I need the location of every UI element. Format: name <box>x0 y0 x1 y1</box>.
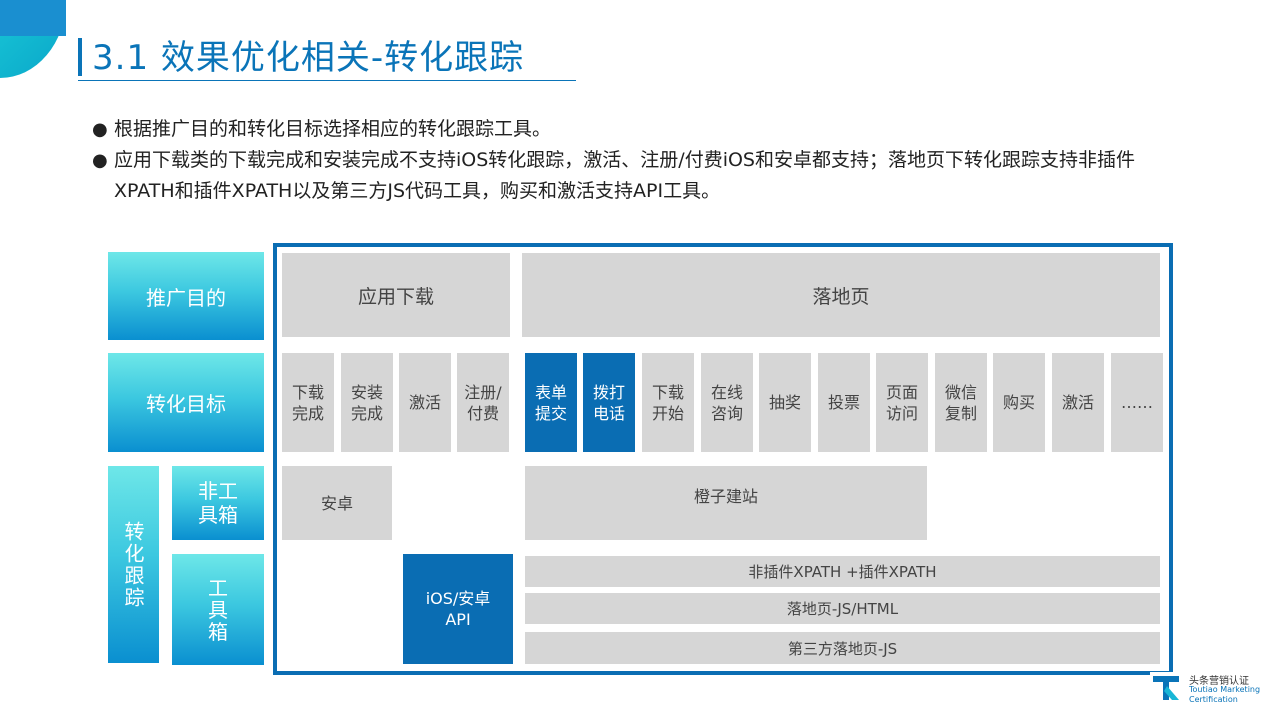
goal-item: 激活 <box>399 353 451 452</box>
goal-item: 注册/ 付费 <box>457 353 509 452</box>
label-purpose: 推广目的 <box>108 252 264 340</box>
goal-item: 拨打 电话 <box>583 353 635 452</box>
bullet-dot-icon: ● <box>92 119 108 140</box>
label-goal: 转化目标 <box>108 353 264 452</box>
bullet-text: 应用下载类的下载完成和安装完成不支持iOS转化跟踪，激活、注册/付费iOS和安卓… <box>114 149 1135 202</box>
tool-third-party-js: 第三方落地页-JS <box>525 632 1160 664</box>
bullet-item: ● 根据推广目的和转化目标选择相应的转化跟踪工具。 <box>92 114 1182 145</box>
title-accent-bar <box>78 38 82 76</box>
tool-api: iOS/安卓 API <box>403 554 513 664</box>
goal-item: …… <box>1111 353 1163 452</box>
purpose-landing-page: 落地页 <box>522 253 1160 337</box>
diagram-frame <box>273 243 1173 675</box>
toutiao-logo-icon <box>1150 672 1182 704</box>
page-title: 3.1 效果优化相关-转化跟踪 <box>92 38 525 78</box>
title-underline <box>78 80 576 81</box>
goal-item: 安装 完成 <box>341 353 393 452</box>
tool-js-html: 落地页-JS/HTML <box>525 593 1160 624</box>
purpose-app-download: 应用下载 <box>282 253 510 337</box>
label-non-toolbox: 非工 具箱 <box>172 466 264 540</box>
label-tracking: 转化跟踪 <box>108 466 159 663</box>
bullet-item: ● 应用下载类的下载完成和安装完成不支持iOS转化跟踪，激活、注册/付费iOS和… <box>92 145 1182 207</box>
goal-item: 购买 <box>993 353 1045 452</box>
bullet-list: ● 根据推广目的和转化目标选择相应的转化跟踪工具。 ● 应用下载类的下载完成和安… <box>92 114 1182 207</box>
brand-name-cn: 头条营销认证 <box>1189 676 1249 687</box>
goal-item: 下载 完成 <box>282 353 334 452</box>
goal-item: 微信 复制 <box>935 353 987 452</box>
goal-item: 页面 访问 <box>876 353 928 452</box>
bullet-text: 根据推广目的和转化目标选择相应的转化跟踪工具。 <box>114 118 552 140</box>
corner-decoration-top <box>0 0 66 36</box>
goal-item: 下载 开始 <box>642 353 694 452</box>
tool-xpath: 非插件XPATH +插件XPATH <box>525 556 1160 587</box>
goal-item: 抽奖 <box>759 353 811 452</box>
non-tool-orange-site: 橙子建站 <box>525 466 927 540</box>
goal-item: 在线 咨询 <box>701 353 753 452</box>
goal-item: 激活 <box>1052 353 1104 452</box>
brand-name-en: Toutiao Marketing Certification <box>1189 685 1261 704</box>
non-tool-android: 安卓 <box>282 466 392 540</box>
label-toolbox: 工 具 箱 <box>172 554 264 665</box>
goal-item: 表单 提交 <box>525 353 577 452</box>
goal-item: 投票 <box>818 353 870 452</box>
bullet-dot-icon: ● <box>92 150 108 171</box>
